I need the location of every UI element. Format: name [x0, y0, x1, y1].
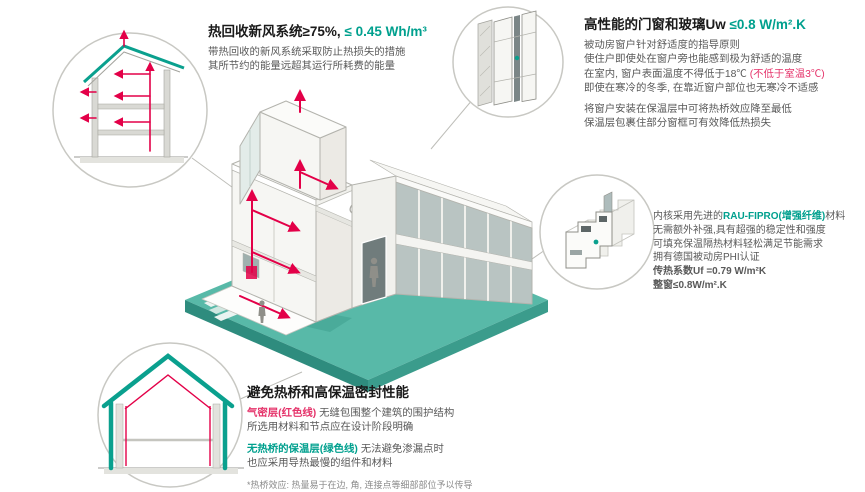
thermal-p1-line-1: 气密层(红色线) 无缝包围整个建筑的围护结构 [247, 407, 473, 421]
vignette-insulation [97, 342, 244, 488]
gasket-dot [593, 239, 599, 245]
windows-title-green: ≤0.8 W/m².K [725, 17, 806, 32]
vignette-window-detail [452, 6, 564, 118]
insulation-layer-label: 无热桥的保温层(绿色线) [247, 443, 358, 455]
person-figure [369, 257, 379, 287]
windows-line3-red-note: (不低于室温3℃) [749, 68, 825, 80]
thermal-footnote: *热桥效应: 热量易于在边, 角, 连接点等细部部位予以传导 [247, 480, 473, 491]
heat-recovery-body-line-2: 其所节约的能量远超其运行所耗费的能量 [208, 61, 396, 73]
heat-recovery-title: 热回收新风系统≥75%, ≤ 0.45 Wh/m³ [208, 20, 427, 40]
airtight-layer-label: 气密层(红色线) [247, 408, 317, 419]
glass-wing [369, 159, 533, 305]
people [258, 257, 379, 323]
profile-material-name: RAU-FIPRO(增强纤维) [723, 211, 826, 222]
thermal-p2-line-1: 无热桥的保温层(绿色线) 无法避免渗漏点时 [247, 443, 473, 457]
windows-title: 高性能的门窗和玻璃Uw ≤0.8 W/m².K [584, 13, 825, 33]
airflow-arrows [79, 29, 155, 152]
thermal-text-block: 避免热桥和高保温密封性能 气密层(红色线) 无缝包围整个建筑的围护结构 所选用材… [247, 381, 473, 491]
ventilation-ducts [239, 89, 339, 319]
windows-body-line-1: 被动房窗户针对舒适度的指导原则 [584, 40, 740, 51]
windows-text-block: 高性能的门窗和玻璃Uw ≤0.8 W/m².K 被动房窗户针对舒适度的指导原则 … [584, 13, 825, 132]
vignette-heat-recovery [52, 29, 208, 188]
heat-recovery-body-line-1: 带热回收的新风系统采取防止热损失的措施 [208, 47, 406, 58]
profile-line1-suffix: 材料 [825, 211, 846, 222]
profile-line-3: 可填充保温隔热材料轻松满足节能需求 [653, 238, 823, 250]
vignette-window-profile [539, 174, 655, 290]
windows-body-line-2: 使住户即使处在窗户旁也能感到极为舒适的温度 [584, 54, 803, 66]
thermal-p1-line-2: 所选用材料和节点应在设计阶段明确 [247, 422, 414, 434]
upper-volume [239, 100, 347, 205]
windows-body-line-3: 在室内, 窗户表面温度不得低于18℃ (不低于室温3℃) [584, 68, 825, 82]
profile-line1-text: 内核采用先进的 [653, 211, 723, 222]
windows-body-line-4: 即使在寒冷的冬季, 在靠近窗户部位也无寒冷不适感 [584, 82, 819, 94]
insulation-layer-line [101, 353, 235, 471]
thermal-title: 避免热桥和高保温密封性能 [247, 385, 409, 400]
thermal-p2-text: 无法避免渗漏点时 [357, 443, 444, 455]
profile-line-1: 内核采用先进的RAU-FIPRO(增强纤维)材料 [653, 210, 845, 224]
profile-line-4: 拥有德国被动房PHI认证 [653, 252, 760, 264]
profile-line-2: 无需额外补强,具有超强的稳定性和强度 [653, 224, 826, 236]
heat-recovery-title-green: ≤ 0.45 Wh/m³ [340, 24, 427, 39]
person-figure [258, 300, 266, 323]
thermal-p1-text: 无缝包围整个建筑的围护结构 [316, 408, 455, 419]
heat-recovery-text-block: 热回收新风系统≥75%, ≤ 0.45 Wh/m³ 带热回收的新风系统采取防止热… [208, 20, 427, 75]
windows-body-line-6: 保温层包裹住部分窗框可有效降低热损失 [584, 118, 772, 130]
thermal-p2-line-2: 也应采用导热最慢的组件和材料 [247, 457, 393, 469]
seal-dot [514, 55, 520, 61]
airtight-layer-line [124, 374, 212, 466]
profile-text-block: 内核采用先进的RAU-FIPRO(增强纤维)材料 无需额外补强,具有超强的稳定性… [653, 210, 845, 293]
heat-recovery-title-black: 热回收新风系统≥75%, [208, 24, 341, 39]
profile-uf-value: 传热系数Uf =0.79 W/m²K [653, 266, 767, 278]
windows-body-line-5: 将窗户安装在保温层中可将热桥效应降至最低 [584, 104, 792, 116]
profile-uw-value: 整窗≤0.8W/m².K [653, 279, 727, 291]
windows-line3-text: 在室内, 窗户表面温度不得低于18℃ [584, 68, 750, 80]
windows-title-black: 高性能的门窗和玻璃Uw [584, 17, 726, 32]
